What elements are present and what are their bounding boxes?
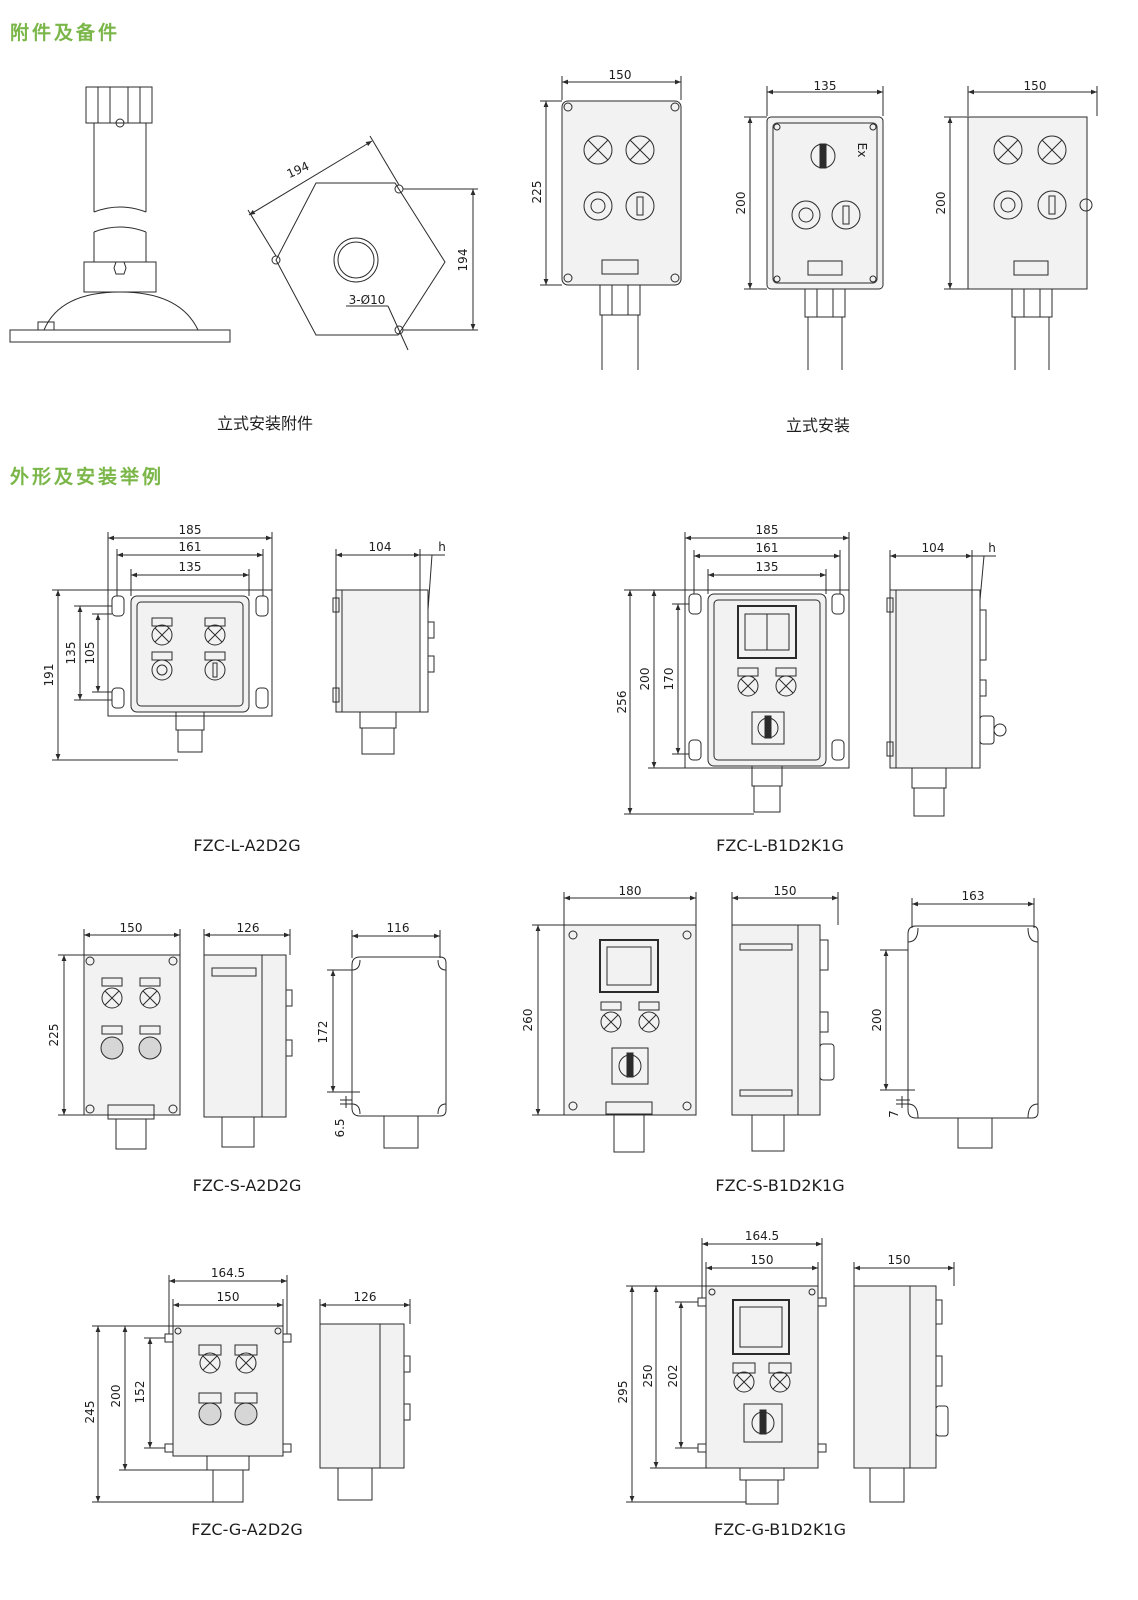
fzc-s-b1d2k1g-side-drawing [732, 892, 838, 1151]
fzc-s-a2d2g-back-drawing [327, 930, 446, 1148]
dim-g-a-h2: 200 [109, 1384, 123, 1408]
dim-l-a-side-w: 104 [368, 540, 392, 554]
dim-l-b-h1: 256 [615, 690, 629, 714]
caption-fzc-l-a2d2g: FZC-L-A2D2G [193, 836, 301, 855]
ex-mark: Ex [855, 142, 869, 158]
dim-g-a-side-w: 126 [353, 1290, 377, 1304]
dim-g-a-h1: 245 [83, 1400, 97, 1424]
hex-base-plate-drawing [248, 136, 478, 350]
fzc-g-a2d2g-side-drawing [320, 1299, 410, 1500]
dim-g-b-side-w: 150 [887, 1253, 911, 1267]
caption-fzc-g-a2d2g: FZC-G-A2D2G [191, 1520, 303, 1539]
fzc-l-a2d2g-side-drawing [333, 549, 445, 754]
fzc-g-b1d2k1g-side-drawing [854, 1262, 954, 1502]
fzc-g-a2d2g-front-drawing [92, 1275, 291, 1502]
caption-fzc-s-a2d2g: FZC-S-A2D2G [192, 1176, 302, 1195]
dim-stand2-height: 200 [734, 191, 748, 215]
dim-l-b-side-h: h [988, 541, 996, 555]
stand-pipe-drawing [10, 87, 230, 342]
dim-stand3-width: 150 [1023, 79, 1047, 93]
dim-g-b-h2: 250 [641, 1364, 655, 1388]
dim-s-b-back-gap: 7 [887, 1110, 901, 1118]
caption-stand-accessory: 立式安装附件 [216, 414, 314, 433]
dim-s-a-w: 150 [119, 921, 143, 935]
dim-g-b-w2: 150 [750, 1253, 774, 1267]
dim-s-a-side-w: 126 [236, 921, 260, 935]
stand-box-1-drawing [540, 76, 681, 370]
fzc-s-a2d2g-side-drawing [204, 929, 292, 1147]
dim-l-a-h1: 191 [42, 663, 56, 687]
dim-l-b-h3: 170 [662, 667, 676, 691]
dim-l-b-w2: 161 [755, 541, 779, 555]
dim-g-b-h3: 202 [666, 1364, 680, 1388]
caption-fzc-g-b1d2k1g: FZC-G-B1D2K1G [713, 1520, 847, 1539]
caption-fzc-l-b1d2k1g: FZC-L-B1D2K1G [716, 836, 844, 855]
dim-l-a-w2: 161 [178, 540, 202, 554]
dim-l-b-w1: 185 [755, 523, 779, 537]
stand-box-3-drawing [944, 86, 1097, 370]
fzc-g-b1d2k1g-front-drawing [626, 1238, 826, 1504]
dim-l-a-h3: 105 [83, 641, 97, 665]
dim-g-b-w1: 164.5 [744, 1229, 780, 1243]
accessories-heading: 附件及备件 [10, 22, 121, 44]
dim-stand1-height: 225 [530, 180, 544, 204]
dim-s-a-h: 225 [47, 1023, 61, 1047]
dim-hex-height: 194 [456, 248, 470, 272]
dim-s-b-side-w: 150 [773, 884, 797, 898]
caption-stand-mount: 立式安装 [785, 416, 851, 435]
fzc-l-b1d2k1g-front-drawing [624, 532, 849, 814]
dim-stand2-width: 135 [813, 79, 837, 93]
fzc-s-a2d2g-front-drawing [58, 929, 180, 1149]
dim-l-b-h2: 200 [638, 667, 652, 691]
stand-box-2-drawing [744, 86, 883, 370]
dim-hex-holes: 3-Ø10 [348, 293, 386, 307]
dim-g-b-h1: 295 [616, 1380, 630, 1404]
dim-l-b-side-w: 104 [921, 541, 945, 555]
dim-g-a-w1: 164.5 [210, 1266, 246, 1280]
dim-l-b-w3: 135 [755, 560, 779, 574]
dim-l-a-w3: 135 [178, 560, 202, 574]
fzc-s-b1d2k1g-back-drawing [880, 898, 1038, 1148]
dim-s-a-back-w: 116 [386, 921, 410, 935]
dim-s-b-w: 180 [618, 884, 642, 898]
dim-l-a-h2: 135 [64, 641, 78, 665]
outline-heading: 外形及安装举例 [10, 466, 165, 488]
dim-s-b-back-h: 200 [870, 1008, 884, 1032]
dim-g-a-w2: 150 [216, 1290, 240, 1304]
dim-l-a-side-h: h [438, 540, 446, 554]
dim-l-a-w1: 185 [178, 523, 202, 537]
dim-s-a-back-gap: 6.5 [333, 1118, 347, 1138]
dim-g-a-h3: 152 [133, 1380, 147, 1404]
caption-fzc-s-b1d2k1g: FZC-S-B1D2K1G [715, 1176, 845, 1195]
dim-s-b-back-w: 163 [961, 889, 985, 903]
dim-stand3-height: 200 [934, 191, 948, 215]
fzc-s-b1d2k1g-front-drawing [532, 892, 696, 1152]
dim-s-b-h: 260 [521, 1008, 535, 1032]
dim-stand1-width: 150 [608, 68, 632, 82]
fzc-l-b1d2k1g-side-drawing [887, 550, 1006, 816]
dim-s-a-back-h: 172 [316, 1020, 330, 1044]
fzc-l-a2d2g-front-drawing [52, 532, 272, 760]
